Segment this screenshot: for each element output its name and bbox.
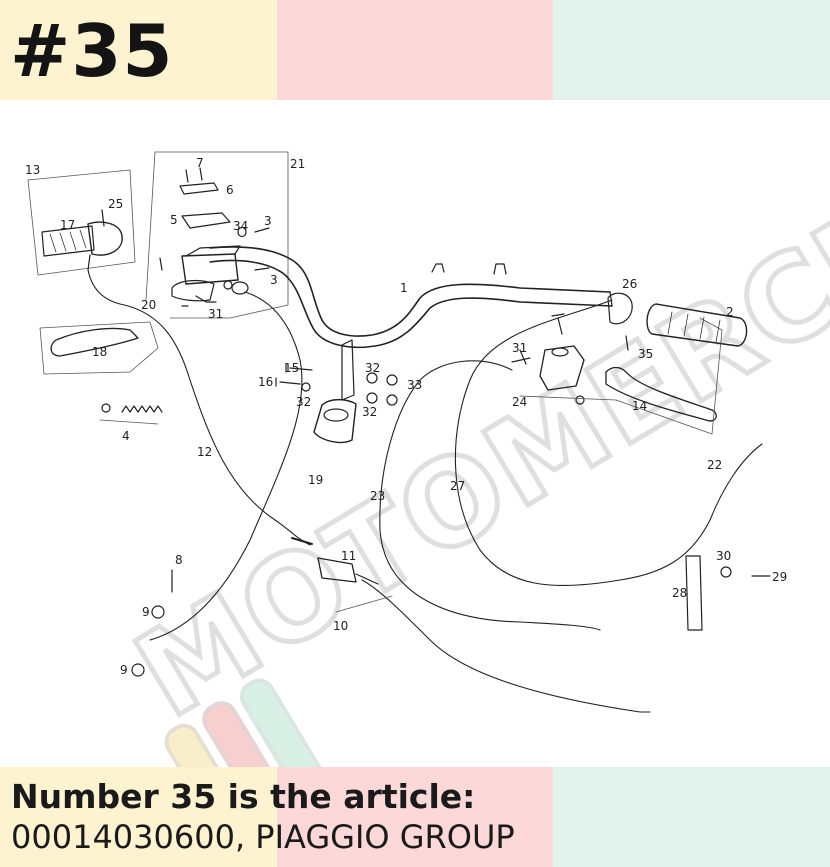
label-17: 17 <box>60 218 75 232</box>
label-27: 27 <box>450 479 465 493</box>
footer-band-pink <box>277 767 553 867</box>
master-cylinder-box <box>145 151 289 319</box>
spring <box>99 403 163 425</box>
cable-23 <box>379 360 601 631</box>
label-33: 33 <box>407 378 422 392</box>
cable-27 <box>454 299 763 587</box>
handlebar <box>209 246 613 349</box>
right-lever <box>519 313 723 435</box>
caption-article: 00014030600, PIAGGIO GROUP <box>11 818 515 856</box>
label-25: 25 <box>108 197 123 211</box>
left-lever <box>39 321 159 375</box>
label-35: 35 <box>638 347 653 361</box>
page-number: #35 <box>10 9 174 93</box>
label-21: 21 <box>290 157 305 171</box>
label-26: 26 <box>622 277 637 291</box>
stem <box>313 339 357 444</box>
label-8: 8 <box>175 553 183 567</box>
label-32b: 32 <box>296 395 311 409</box>
left-grip <box>41 221 123 271</box>
label-18: 18 <box>92 345 107 359</box>
label-4: 4 <box>122 429 130 443</box>
label-3b: 3 <box>270 273 278 287</box>
label-3a: 3 <box>264 214 272 228</box>
label-15: 15 <box>284 361 299 375</box>
label-5: 5 <box>170 213 178 227</box>
fasteners <box>101 209 771 677</box>
label-31a: 31 <box>208 307 223 321</box>
label-1: 1 <box>400 281 408 295</box>
cable-12 <box>87 269 311 546</box>
part-labels: 1 2 3 3 4 5 6 7 8 9 9 10 11 12 13 14 15 … <box>25 156 787 677</box>
label-9b: 9 <box>120 663 128 677</box>
header-band-mint <box>553 0 830 100</box>
footer-band-yellow <box>0 767 277 867</box>
master-cylinder <box>159 167 270 307</box>
label-32c: 32 <box>362 405 377 419</box>
right-grip <box>607 292 748 347</box>
label-12: 12 <box>197 445 212 459</box>
label-34: 34 <box>233 219 248 233</box>
label-14: 14 <box>632 399 647 413</box>
label-32a: 32 <box>365 361 380 375</box>
label-24: 24 <box>512 395 527 409</box>
header-band-pink <box>277 0 553 100</box>
label-6: 6 <box>226 183 234 197</box>
watermark-text: MOTOMERCIA <box>113 147 830 744</box>
label-2: 2 <box>726 305 734 319</box>
cable-junction <box>291 537 393 613</box>
label-9a: 9 <box>142 605 150 619</box>
cable-19 <box>149 291 303 641</box>
label-31b: 31 <box>512 341 527 355</box>
label-23: 23 <box>370 489 385 503</box>
label-29: 29 <box>772 570 787 584</box>
parts-diagram: MOTOMERCIA <box>25 145 830 767</box>
label-30: 30 <box>716 549 731 563</box>
label-28: 28 <box>672 586 687 600</box>
left-grip-box <box>27 169 136 276</box>
label-10: 10 <box>333 619 348 633</box>
caption-title: Number 35 is the article: <box>11 777 476 816</box>
label-19: 19 <box>308 473 323 487</box>
label-13: 13 <box>25 163 40 177</box>
footer-band-mint <box>553 767 830 867</box>
label-7: 7 <box>196 156 204 170</box>
footer-band <box>0 767 830 867</box>
header-band <box>0 0 830 100</box>
label-16: 16 <box>258 375 273 389</box>
label-11: 11 <box>341 549 356 563</box>
label-20: 20 <box>141 298 156 312</box>
label-22: 22 <box>707 458 722 472</box>
header-band-yellow <box>0 0 277 100</box>
